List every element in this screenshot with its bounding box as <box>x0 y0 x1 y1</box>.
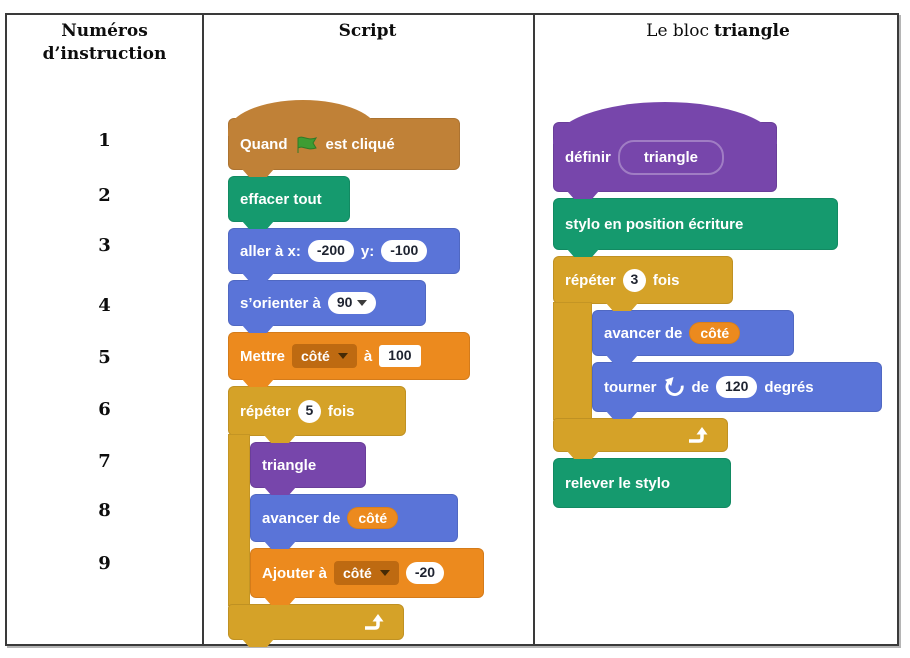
block-call-triangle: triangle <box>250 442 366 495</box>
instruction-number-6: 6 <box>98 399 111 420</box>
block-label: fois <box>652 271 680 289</box>
block-connector <box>242 639 274 647</box>
block-label: y: <box>360 242 375 260</box>
block-connector <box>242 273 274 281</box>
block-repeat-3: répéter 3 fois <box>553 256 733 311</box>
green-flag-icon <box>295 135 319 154</box>
column-separator-2 <box>533 14 535 645</box>
instruction-number-5: 5 <box>98 347 111 368</box>
block-connector <box>264 487 296 495</box>
instruction-number-7: 7 <box>98 451 111 472</box>
block-connector <box>264 541 296 549</box>
instruction-number-2: 2 <box>98 185 111 206</box>
block-pen-down: stylo en position écriture <box>553 198 838 257</box>
repeat-loop-arm <box>228 434 250 606</box>
value-input: 100 <box>379 345 421 367</box>
block-connector <box>264 597 296 605</box>
value-input: -20 <box>405 562 445 584</box>
block-set-variable: Mettre côté à 100 <box>228 332 470 387</box>
header-script-label: Script <box>338 21 397 41</box>
block-label: relever le stylo <box>565 474 671 492</box>
direction-value: 90 <box>336 294 353 311</box>
instruction-number-1: 1 <box>98 130 111 151</box>
instruction-number-8: 8 <box>98 500 111 521</box>
custom-block-prototype: triangle <box>617 139 725 175</box>
loop-repeat-arrow-icon <box>360 612 388 632</box>
block-label: définir <box>565 148 611 166</box>
instruction-number-9: 9 <box>98 553 111 574</box>
block-connector <box>242 221 274 229</box>
block-label: effacer tout <box>240 190 322 208</box>
block-label: est cliqué <box>325 135 395 153</box>
header-triangle-prefix: Le bloc <box>646 21 710 41</box>
repeat-loop-footer <box>553 418 728 459</box>
block-connector <box>567 191 599 199</box>
block-connector <box>242 169 274 177</box>
block-connector <box>242 325 274 333</box>
block-connector <box>606 355 638 363</box>
block-connector <box>567 451 599 459</box>
variable-name: côté <box>343 565 372 581</box>
x-value-input: -200 <box>307 240 354 262</box>
variable-dropdown: côté <box>292 344 357 368</box>
header-triangle-name: triangle <box>714 21 790 41</box>
instruction-number-4: 4 <box>98 295 111 316</box>
block-label: degrés <box>764 378 814 396</box>
block-connector <box>242 379 274 387</box>
block-label: Mettre <box>240 347 286 365</box>
variable-name: côté <box>301 348 330 364</box>
variable-cote-oval: côté <box>689 322 741 344</box>
block-turn-degrees: tourner de 120 degrés <box>592 362 882 419</box>
variable-cote-oval: côté <box>347 507 399 529</box>
block-label: de <box>691 378 710 396</box>
block-when-flag-clicked: Quand est cliqué <box>228 100 460 177</box>
block-label: s’orienter à <box>240 294 321 312</box>
block-go-to-xy: aller à x: -200 y: -100 <box>228 228 460 281</box>
block-define-triangle: définir triangle <box>553 102 777 199</box>
block-erase-all: effacer tout <box>228 176 350 229</box>
degrees-value-input: 120 <box>716 376 758 398</box>
column-separator-1 <box>202 14 204 645</box>
dropdown-arrow-icon <box>379 570 390 576</box>
header-script: Script <box>204 20 531 43</box>
y-value-input: -100 <box>381 240 428 262</box>
block-change-variable: Ajouter à côté -20 <box>250 548 484 605</box>
dropdown-arrow-icon <box>357 299 368 306</box>
header-instruction-numbers-line2: d’instruction <box>42 43 167 64</box>
block-label: Ajouter à <box>262 564 328 582</box>
dropdown-arrow-icon <box>337 353 348 359</box>
block-connector <box>606 411 638 419</box>
block-move-steps: avancer de côté <box>250 494 458 549</box>
block-label: répéter <box>240 402 291 420</box>
block-move-steps: avancer de côté <box>592 310 794 363</box>
header-instruction-numbers-line1: Numéros <box>61 21 148 41</box>
block-connector <box>264 435 296 443</box>
block-label: à <box>363 347 373 365</box>
block-label: triangle <box>262 456 317 474</box>
block-connector <box>567 249 599 257</box>
block-label: avancer de <box>262 509 341 527</box>
block-connector <box>606 303 638 311</box>
block-pen-up: relever le stylo <box>553 458 731 508</box>
block-label: répéter <box>565 271 616 289</box>
repeat-count-input: 5 <box>297 399 321 423</box>
direction-dropdown: 90 <box>327 292 377 314</box>
block-label: fois <box>327 402 355 420</box>
repeat-loop-arm <box>553 302 592 420</box>
loop-repeat-arrow-icon <box>684 425 712 445</box>
block-label: avancer de <box>604 324 683 342</box>
block-repeat-5: répéter 5 fois <box>228 386 406 443</box>
repeat-loop-footer <box>228 604 404 647</box>
block-label: aller à x: <box>240 242 301 260</box>
block-point-in-direction: s’orienter à 90 <box>228 280 426 333</box>
instruction-number-3: 3 <box>98 235 111 256</box>
repeat-count-input: 3 <box>622 268 646 292</box>
header-instruction-numbers: Numéros d’instruction <box>7 20 202 66</box>
variable-dropdown: côté <box>334 561 399 585</box>
block-label: Quand <box>240 135 288 153</box>
block-label: tourner <box>604 378 657 396</box>
turn-counterclockwise-arrow-icon <box>664 376 685 398</box>
block-label: stylo en position écriture <box>565 215 744 233</box>
